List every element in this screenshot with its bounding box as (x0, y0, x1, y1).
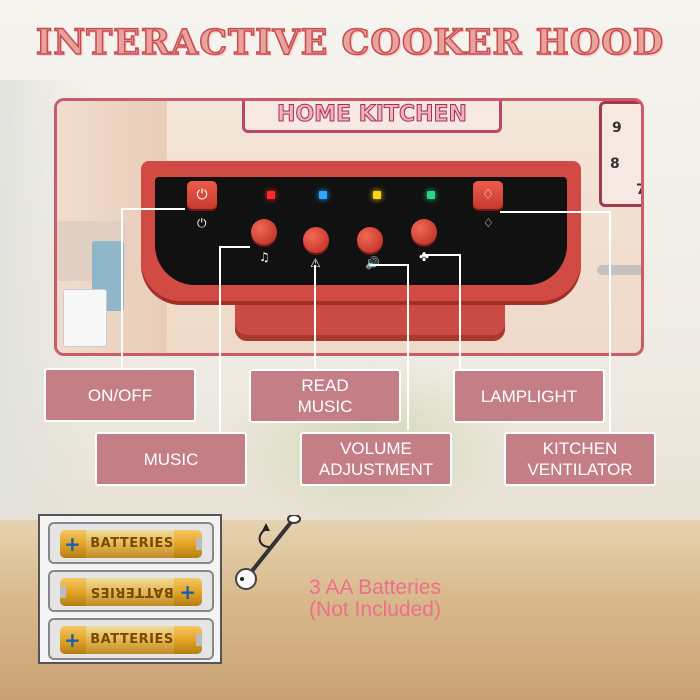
battery-text: BATTERIES (90, 584, 174, 599)
speaker-volume-icon: 🔊 (365, 256, 380, 270)
battery-band (86, 578, 174, 606)
label-lamplight-text: LAMPLIGHT (480, 386, 578, 406)
clock-number: 7 (636, 182, 641, 198)
music-button[interactable] (251, 219, 277, 245)
read-music-button[interactable] (303, 227, 329, 253)
label-on-off-text: ON/OFF (87, 385, 153, 405)
label-read-music-line1: READ (301, 376, 349, 395)
led-yellow (373, 191, 381, 199)
cabinet-handle (597, 265, 641, 275)
label-ventilator-line1: KITCHEN (542, 439, 618, 458)
battery-compartment: + BATTERIES BATTERIES + + BATTERIES (38, 514, 222, 664)
led-green (427, 191, 435, 199)
volume-button[interactable] (357, 227, 383, 253)
music-note-icon: ♫ (259, 250, 270, 264)
clock-number: 8 (610, 156, 620, 172)
battery-plus-icon: + (64, 628, 81, 652)
power-icon: ⏻ (196, 187, 208, 203)
page-title: INTERACTIVE COOKER HOOD (35, 21, 665, 64)
battery-text: BATTERIES (90, 536, 174, 551)
led-red (267, 191, 275, 199)
label-read-music: READ MUSIC (249, 369, 401, 423)
label-music-text: MUSIC (143, 449, 199, 469)
battery: + BATTERIES (60, 626, 202, 654)
battery-cap (196, 538, 202, 550)
label-ventilator-line2: VENTILATOR (527, 460, 633, 479)
battery-text: BATTERIES (90, 632, 174, 647)
home-kitchen-sign: HOME KITCHEN (242, 101, 502, 133)
battery: + BATTERIES (60, 530, 202, 558)
battery-band (86, 626, 174, 654)
wall-clock: 9 8 7 (599, 101, 641, 207)
power-icon: ⏻ (197, 216, 207, 230)
led-blue (319, 191, 327, 199)
label-music: MUSIC (95, 432, 247, 486)
battery-slot: + BATTERIES (48, 618, 214, 660)
clock-number: 9 (612, 120, 622, 136)
battery-note: 3 AA Batteries (Not Included) (280, 577, 470, 621)
power-button[interactable]: ⏻ (187, 181, 217, 209)
label-on-off: ON/OFF (44, 368, 196, 422)
battery-cap (196, 634, 202, 646)
battery-plus-icon: + (179, 580, 196, 604)
fan-icon: ✤ (419, 250, 430, 264)
label-kitchen-ventilator: KITCHEN VENTILATOR (504, 432, 656, 486)
control-panel-face: ⏻ ⏻ ♫ ⚠ 🔊 ✤ ♢ ♢ (155, 177, 567, 285)
ventilator-button[interactable] (411, 219, 437, 245)
lamplight-button[interactable]: ♢ (473, 181, 503, 209)
shelf-carton (63, 289, 107, 347)
lamp-icon: ♢ (483, 216, 494, 230)
warning-triangle-icon: ⚠ (310, 256, 321, 270)
battery: BATTERIES + (60, 578, 202, 606)
label-volume-adjustment: VOLUME ADJUSTMENT (300, 432, 452, 486)
battery-band (86, 530, 174, 558)
battery-slot: + BATTERIES (48, 522, 214, 564)
screwdriver-icon (235, 515, 301, 590)
label-read-music-line2: MUSIC (297, 397, 353, 416)
battery-cap (60, 586, 66, 598)
control-panel: ⏻ ⏻ ♫ ⚠ 🔊 ✤ ♢ ♢ (141, 161, 581, 301)
battery-note-line2: (Not Included) (309, 598, 441, 621)
product-photo: HOME KITCHEN 9 8 7 ⏻ ⏻ ♫ ⚠ 🔊 ✤ (54, 98, 644, 356)
battery-note-line1: 3 AA Batteries (309, 576, 441, 599)
lamp-icon: ♢ (481, 187, 495, 203)
battery-plus-icon: + (64, 532, 81, 556)
battery-slot: BATTERIES + (48, 570, 214, 612)
label-volume-line2: ADJUSTMENT (318, 460, 434, 479)
label-lamplight: LAMPLIGHT (453, 369, 605, 423)
label-volume-line1: VOLUME (340, 439, 412, 458)
